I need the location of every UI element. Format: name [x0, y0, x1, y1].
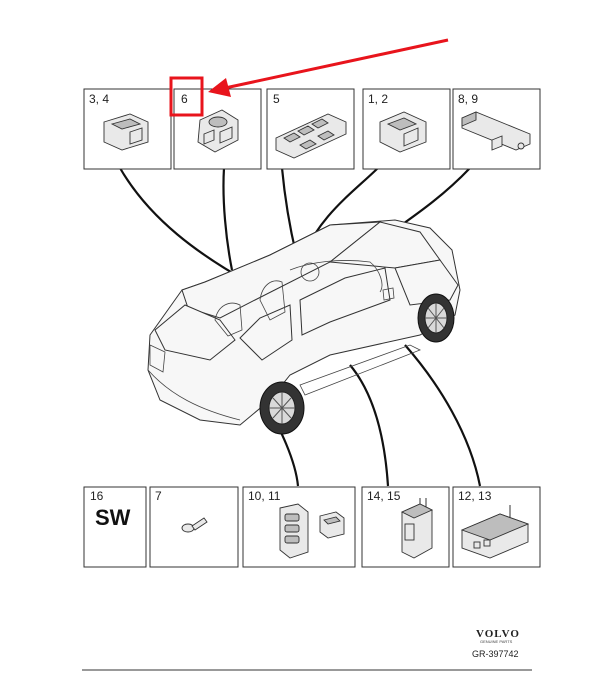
hood [394, 259, 459, 306]
mirror-switch-icon [197, 109, 239, 153]
sw-code: SW [95, 505, 131, 530]
leader-3-4 [119, 167, 249, 283]
side-window-rear [239, 304, 293, 361]
box-label-10-11: 10, 11 [248, 489, 281, 503]
leader-14-15 [349, 364, 390, 487]
seat-front [259, 280, 286, 321]
top-box-1-2: 1, 2 [362, 88, 451, 170]
highlight-arrow-line [224, 38, 449, 90]
highlight-arrow-head [208, 78, 231, 97]
steering-wheel [300, 262, 320, 282]
reference-number: GR-397742 [472, 649, 519, 659]
box-label-12-13: 12, 13 [458, 489, 492, 503]
box-label-16: 16 [90, 489, 104, 503]
logo-brand: VOLVO [476, 628, 520, 640]
highlight-callout [169, 38, 449, 117]
window-switch-icon [379, 111, 427, 153]
box-label-3-4: 3, 4 [89, 92, 109, 106]
top-box-8-9: 8, 9 [452, 88, 541, 170]
dashboard [289, 260, 383, 293]
driver-window-switch-panel-icon [275, 113, 347, 159]
bottom-box-10-11: 10, 11 [242, 486, 356, 568]
taillight [149, 344, 166, 373]
leader-6 [222, 167, 234, 271]
top-box-6: 6 [173, 88, 262, 170]
windshield [328, 221, 441, 269]
bottom-box-12-13: 12, 13 [452, 486, 541, 568]
top-box-5: 5 [266, 88, 355, 170]
window-switch-single-icon [103, 113, 149, 151]
bottom-box-14-15: 14, 15 [361, 486, 450, 568]
leader-12-13 [404, 344, 482, 487]
bottom-box-7: 7 [149, 486, 239, 568]
screw-icon [181, 517, 208, 533]
box-label-14-15: 14, 15 [367, 489, 401, 503]
volvo-logo: VOLVO GENUINE PARTS [476, 628, 520, 644]
electronic-unit-icon [460, 505, 530, 559]
box-label-8-9: 8, 9 [458, 92, 478, 106]
mirror [382, 287, 395, 301]
bottom-box-16: 16 SW [83, 486, 147, 568]
vehicle-illustration [147, 219, 461, 435]
box-label-6: 6 [181, 92, 188, 106]
front-wheel [417, 293, 455, 343]
door-module-icon [400, 498, 434, 559]
box-label-7: 7 [155, 489, 162, 503]
box-label-5: 5 [273, 92, 280, 106]
seat-switch-icon [279, 503, 345, 559]
control-module-icon [461, 111, 531, 151]
rocker-panel [299, 344, 421, 396]
highlight-rectangle [169, 76, 204, 117]
rear-wheel [259, 381, 305, 435]
rear-bumper [147, 369, 241, 421]
seat-rear [214, 302, 243, 337]
logo-subtitle: GENUINE PARTS [480, 639, 513, 644]
top-box-3-4: 3, 4 [83, 88, 172, 170]
side-window-front [299, 267, 391, 336]
box-label-1-2: 1, 2 [368, 92, 388, 106]
